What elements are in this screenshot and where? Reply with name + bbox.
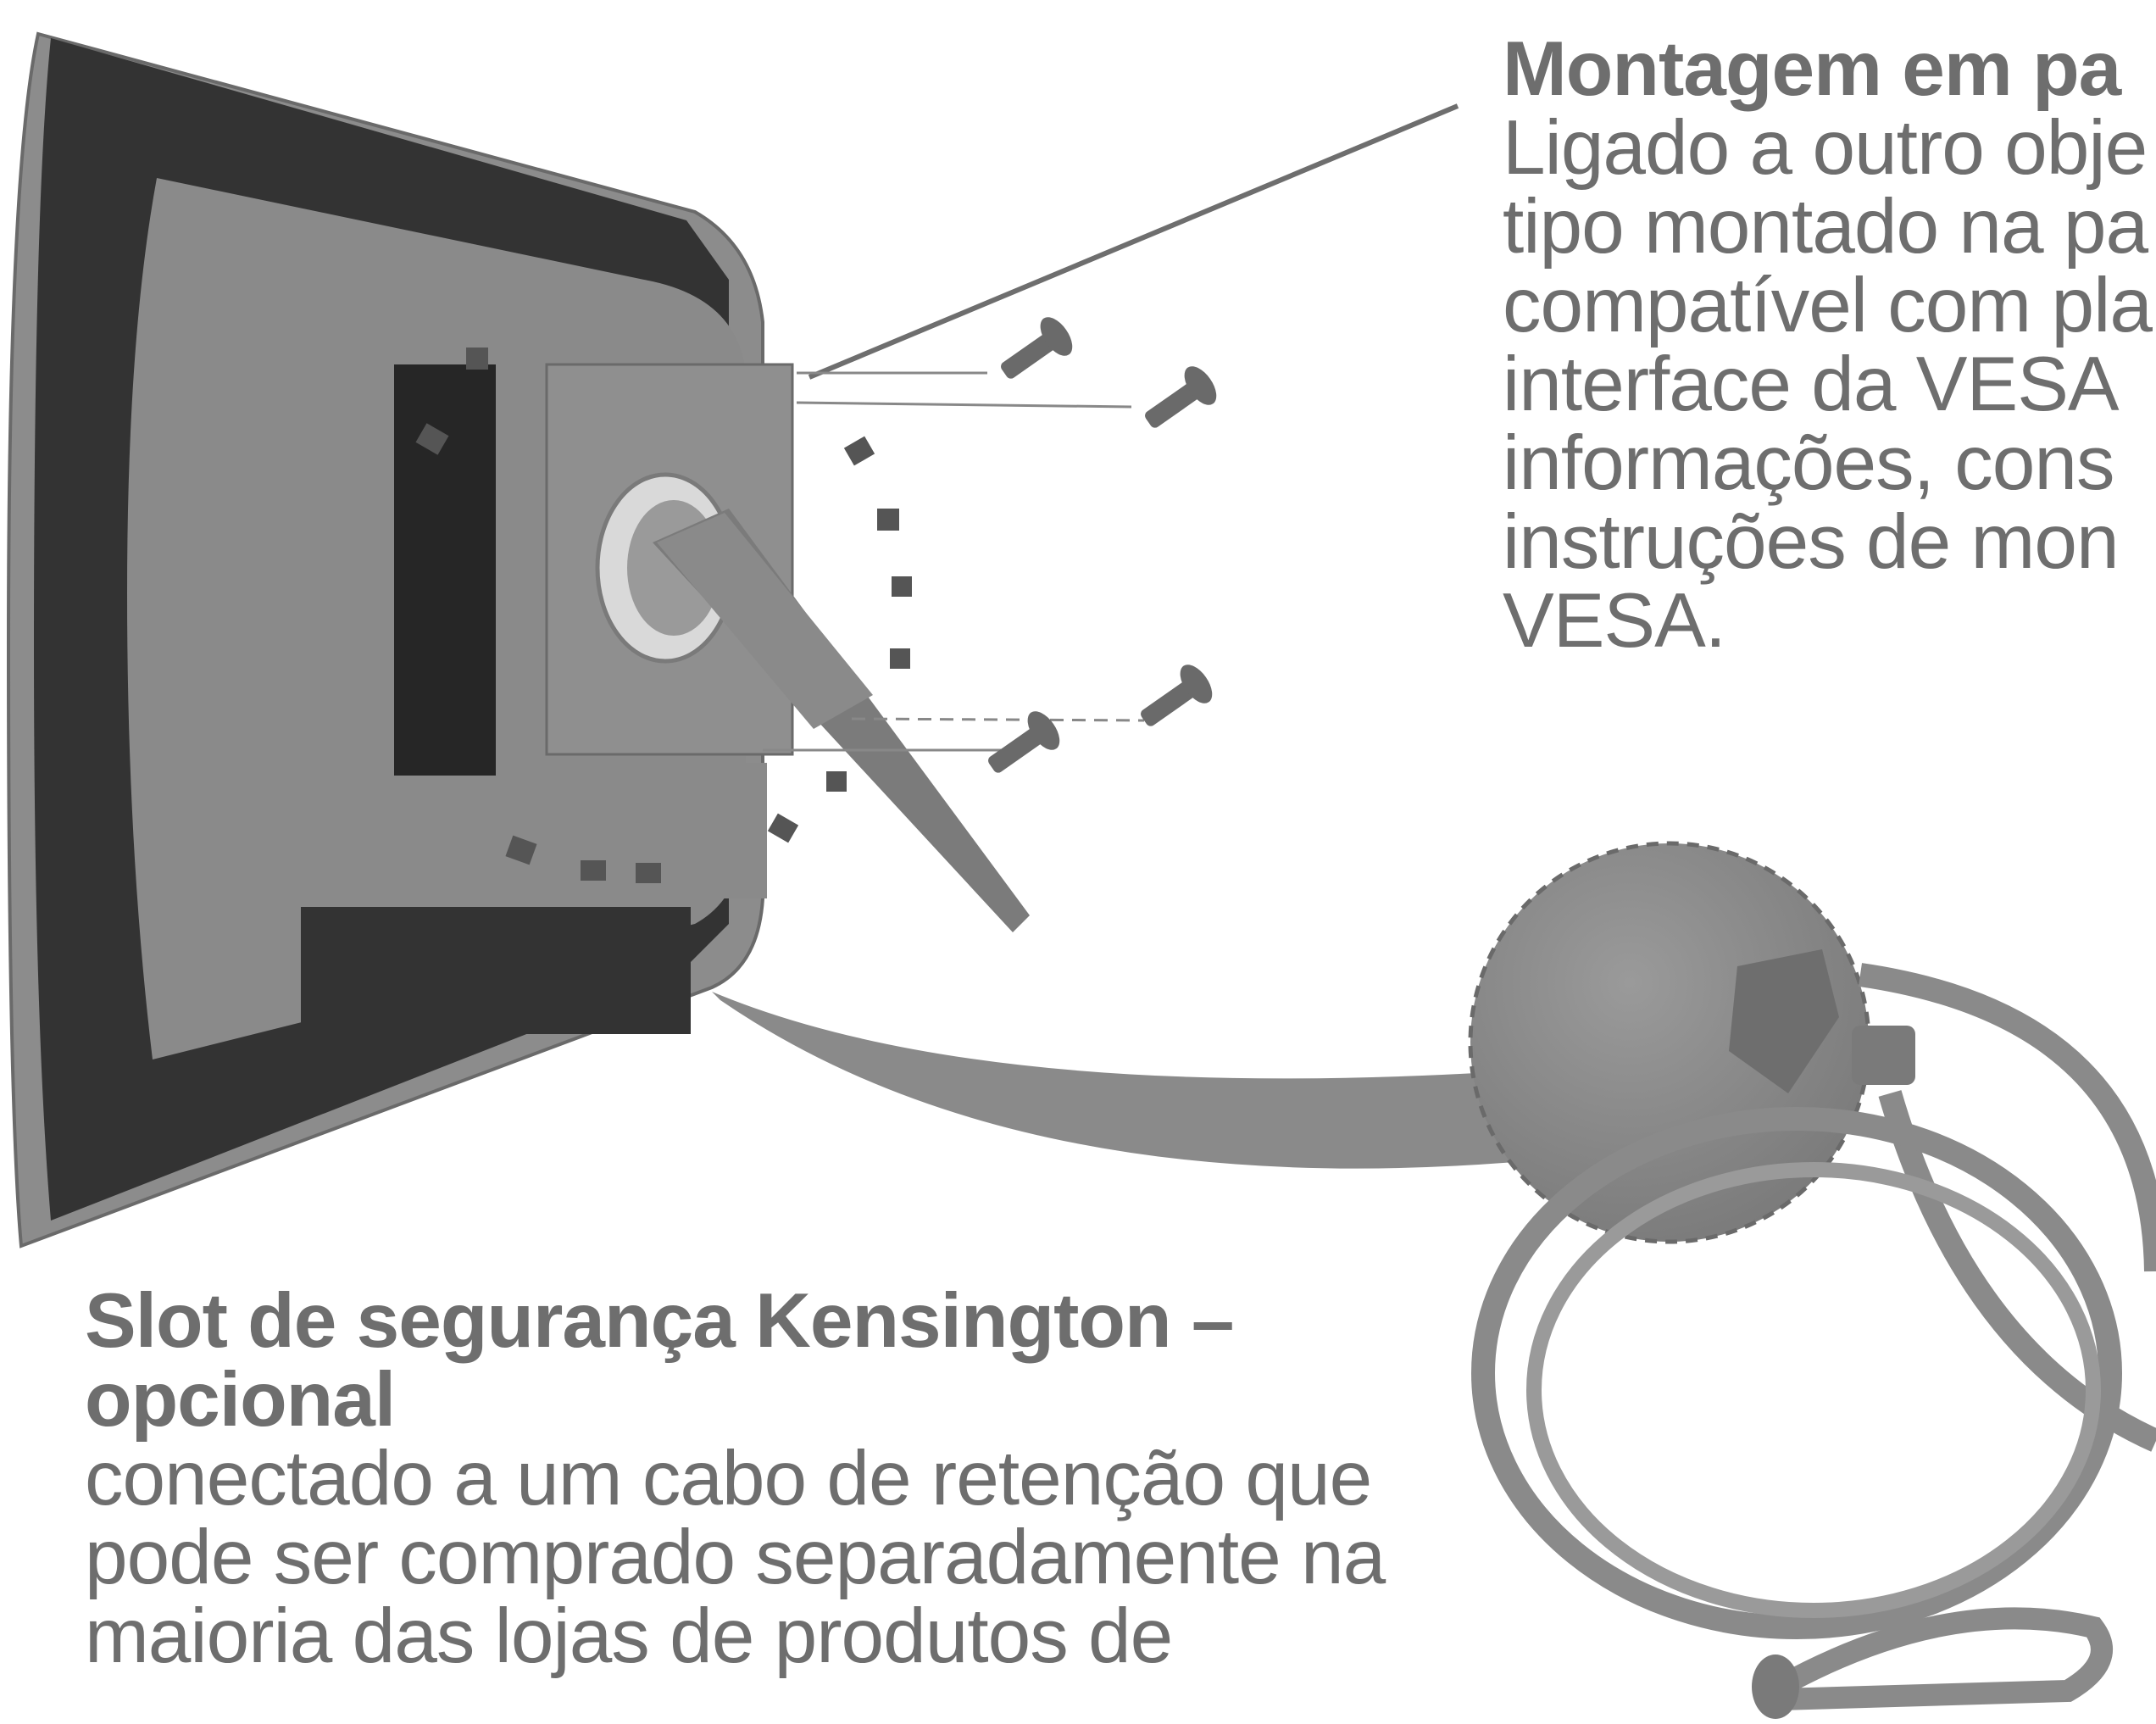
screw-icons xyxy=(988,317,1217,773)
wall-mount-callout: Montagem em pa Ligado a outro obje tipo … xyxy=(1503,30,2156,660)
vesa-mount-hub xyxy=(595,472,1030,932)
wall-mount-description: Ligado a outro obje tipo montado na pa c… xyxy=(1503,108,2156,660)
wall-mount-leader-line xyxy=(808,103,1459,380)
kensington-title-optional: opcional xyxy=(85,1357,396,1443)
kensington-line: pode ser comprado separadamente na xyxy=(85,1515,1386,1600)
kensington-description: conectado a um cabo de retenção que pode… xyxy=(85,1439,1458,1676)
wall-mount-line: Ligado a outro obje xyxy=(1503,105,2148,191)
kensington-line: conectado a um cabo de retenção que xyxy=(85,1436,1372,1521)
wall-mount-line: compatível com pla xyxy=(1503,263,2153,348)
kensington-title: Slot de segurança Kensington – xyxy=(85,1278,1234,1364)
wall-mount-line: informações, cons xyxy=(1503,420,2114,506)
monitor-housing xyxy=(6,31,794,1249)
kensington-lock-illustration xyxy=(712,841,2156,1719)
kensington-callout: Slot de segurança Kensington – opcional … xyxy=(85,1282,1525,1676)
screw-guide-lines xyxy=(763,371,1145,752)
wall-mount-line: VESA. xyxy=(1503,578,1726,664)
wall-mount-title: Montagem em pa xyxy=(1503,26,2121,112)
rotation-markers xyxy=(415,348,912,883)
wall-mount-line: interface da VESA xyxy=(1503,342,2120,427)
wall-mount-line: instruções de mon xyxy=(1503,499,2120,585)
kensington-line: maioria das lojas de produtos de xyxy=(85,1593,1173,1679)
wall-mount-line: tipo montado na pa xyxy=(1503,184,2148,270)
